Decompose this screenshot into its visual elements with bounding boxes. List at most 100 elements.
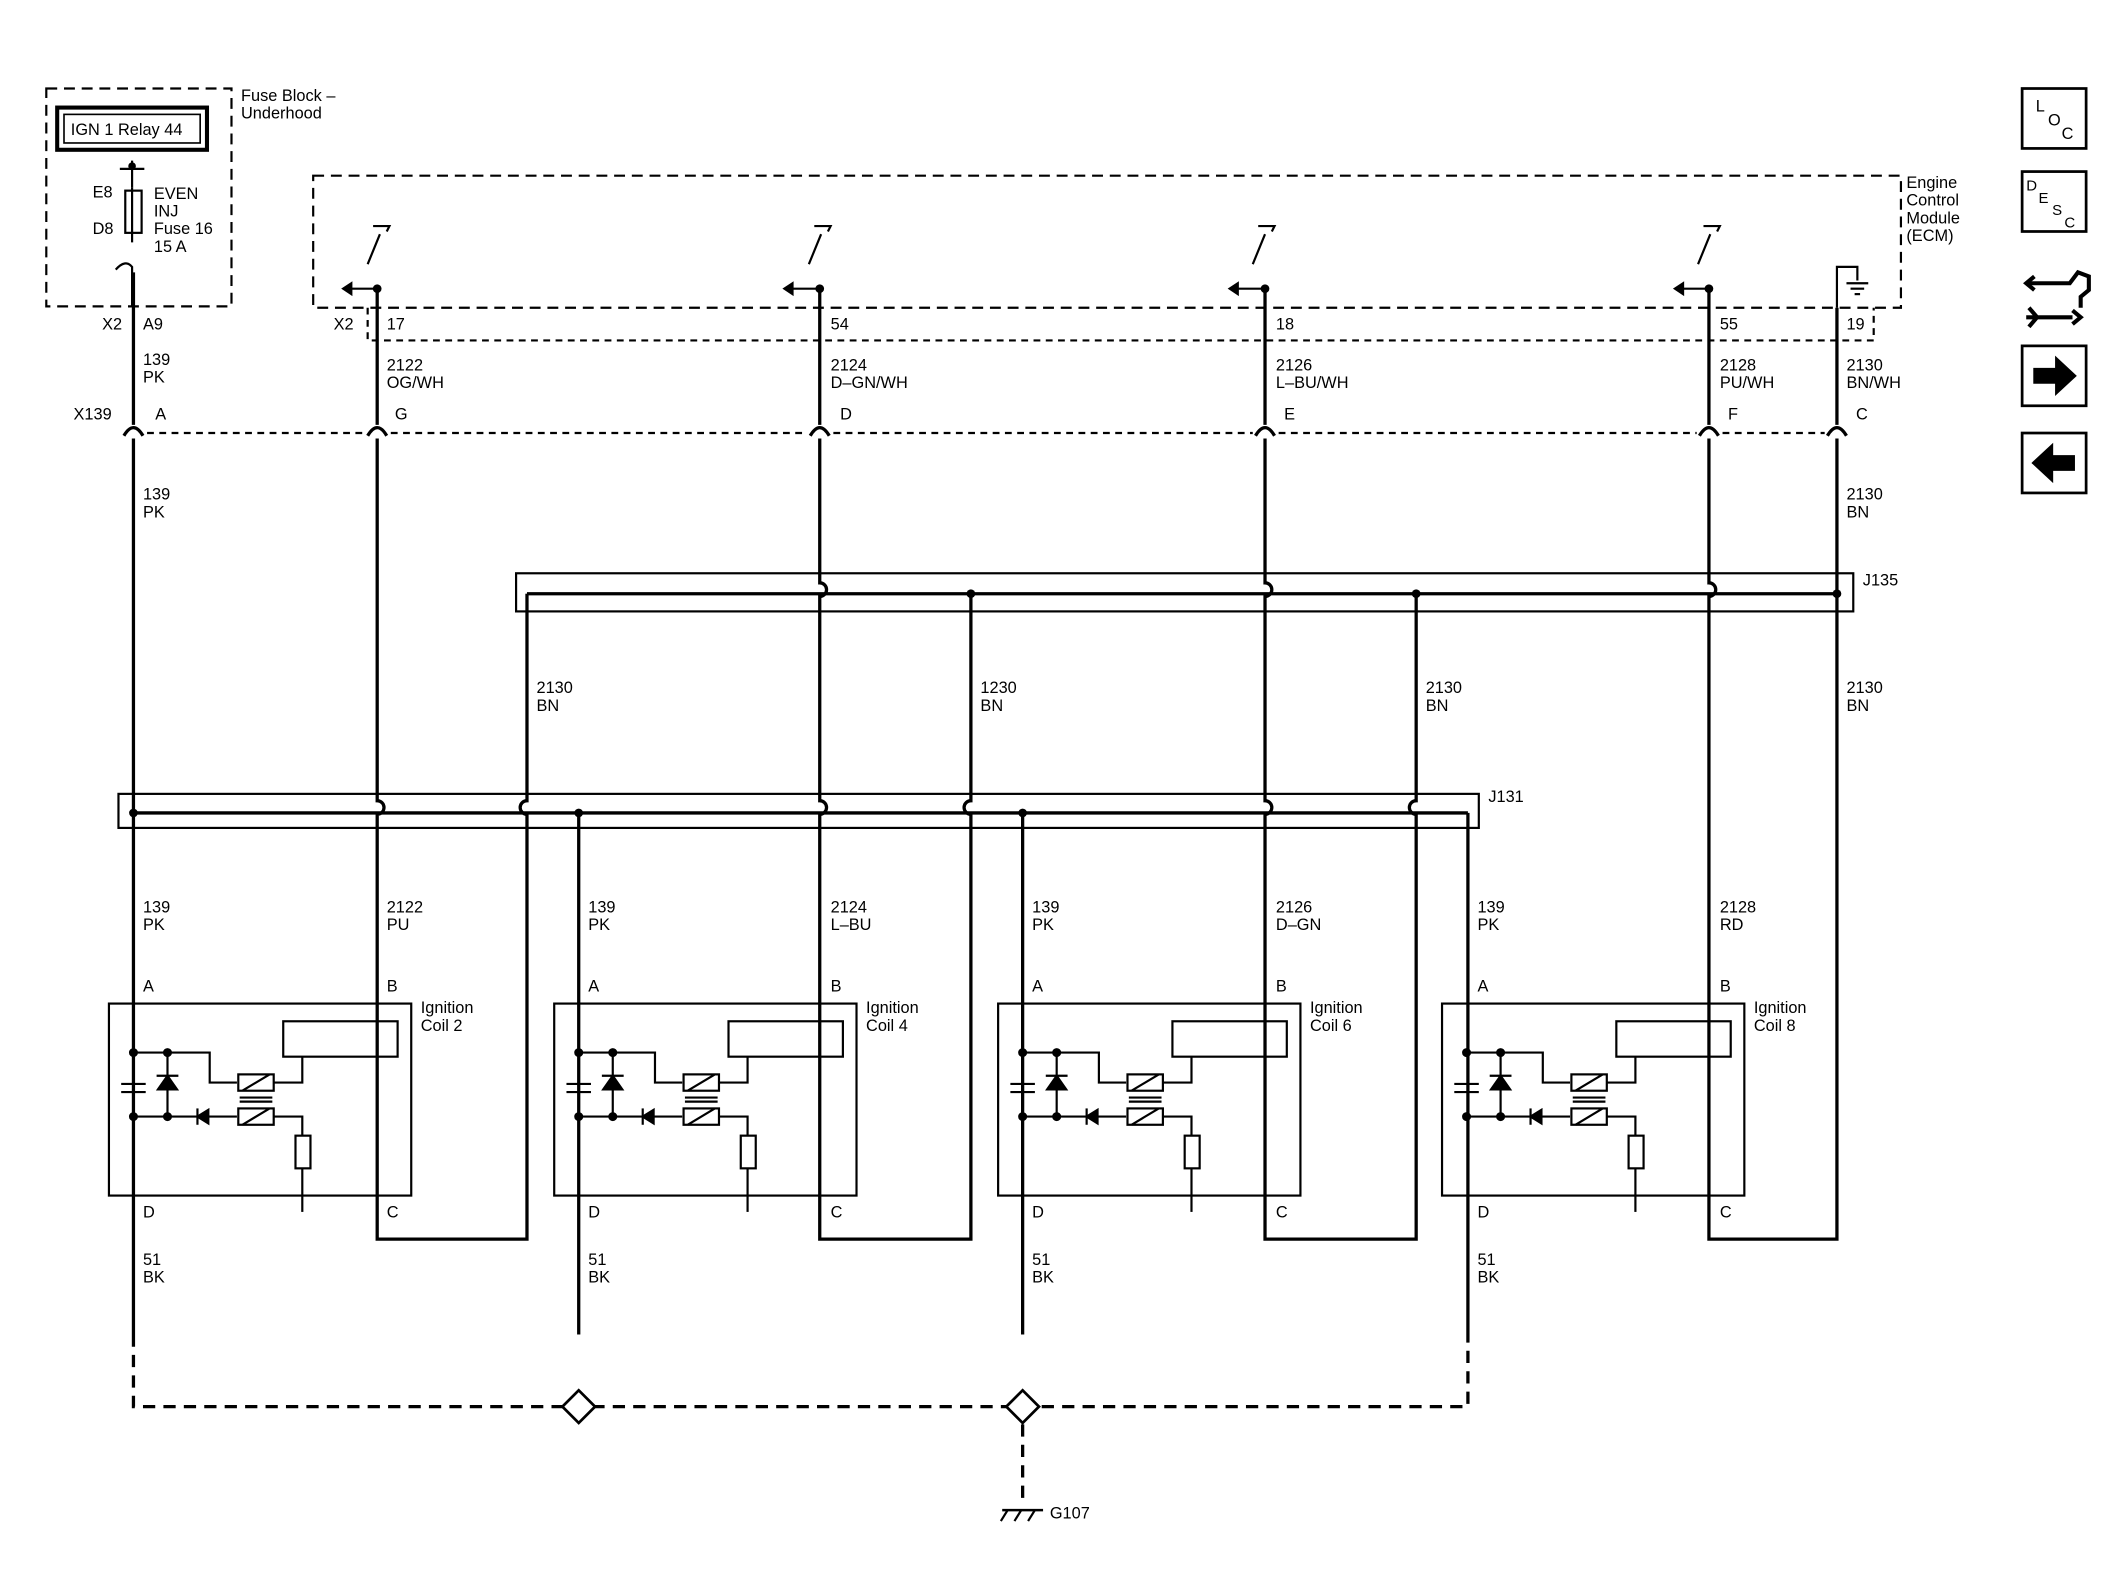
loc-letter-c: C (2062, 125, 2074, 143)
wire-label-color: BN (1846, 697, 1869, 715)
fuse-16 (124, 189, 143, 234)
wire-label-color: RD (1720, 916, 1744, 934)
ecm-driver-switch (1227, 224, 1277, 297)
wire-label-circuit: 2130 (1426, 679, 1462, 697)
wire-label-circuit: 2128 (1720, 898, 1756, 916)
coil-4-pin-d: D (588, 1203, 600, 1221)
wire-label-circuit: 2122 (387, 356, 423, 374)
coil-4-pin-c: C (831, 1203, 843, 1221)
coil-8-name-line2: Coil 8 (1754, 1017, 1796, 1035)
connector-wrench-icon[interactable] (2023, 269, 2091, 329)
ecm-pin-54: 54 (831, 316, 849, 334)
fuse-label-line4: 15 A (154, 238, 187, 256)
ecm-pin-55: 55 (1720, 316, 1738, 334)
wire-label-color: BN (1846, 503, 1869, 521)
wire-label-circuit: 2130 (1846, 679, 1882, 697)
wire-label-color: PK (143, 503, 165, 521)
coil-6-pin-c: C (1276, 1203, 1288, 1221)
splice-pack-j135 (514, 572, 1855, 613)
connector-x139 (122, 425, 1848, 437)
description-button[interactable]: D E S C (2020, 170, 2088, 233)
loc-letter-l: L (2036, 98, 2045, 116)
coil-4-name-line2: Coil 4 (866, 1017, 908, 1035)
previous-arrow-button[interactable] (2020, 431, 2088, 495)
wires (131, 272, 1839, 1335)
x139-pin-e: E (1284, 405, 1295, 423)
coil-2-name-line2: Coil 2 (421, 1017, 463, 1035)
coil-8-pin-a: A (1477, 977, 1488, 995)
wire-label-color: BK (1477, 1269, 1499, 1287)
wire-label-color: BK (1032, 1269, 1054, 1287)
connector-a9: A9 (143, 316, 163, 334)
x139-pin-f: F (1728, 405, 1738, 423)
wire-label-circuit: 51 (143, 1251, 161, 1269)
wire-label-circuit: 139 (1032, 898, 1059, 916)
desc-letter-d: D (2026, 178, 2037, 195)
wire-label-circuit: 51 (1477, 1251, 1495, 1269)
location-button[interactable]: L O C (2020, 87, 2088, 150)
arrow-right-icon (2033, 355, 2077, 397)
wire-label-color: BK (143, 1269, 165, 1287)
splice-dots (129, 589, 1842, 818)
connector-x2-left: X2 (102, 316, 122, 334)
coil-2-name-line1: Ignition (421, 999, 474, 1017)
wire-label-color: PU/WH (1720, 374, 1774, 392)
ecm-pin-17: 17 (387, 316, 405, 334)
coil-8-pin-c: C (1720, 1203, 1732, 1221)
wire-label-circuit: 2130 (1846, 356, 1882, 374)
wire-label-color: D–GN/WH (831, 374, 908, 392)
ignition-coil-6 (997, 1002, 1302, 1212)
coil-8-pin-d: D (1477, 1203, 1489, 1221)
coil-6-pin-d: D (1032, 1203, 1044, 1221)
ecm-pin-19: 19 (1846, 316, 1864, 334)
ecm-label-line2: Control (1906, 192, 1959, 210)
pin-e8: E8 (93, 183, 113, 201)
fuse-block-title-line2: Underhood (241, 104, 322, 122)
wire-label-color: BN (1426, 697, 1449, 715)
coil-2-pin-d: D (143, 1203, 155, 1221)
loc-letter-o: O (2048, 111, 2061, 129)
x139-pin-c: C (1856, 405, 1868, 423)
wire-label-color: BK (588, 1269, 610, 1287)
connector-x2-right: X2 (334, 316, 354, 334)
fuse-block-underhood: Fuse Block – Underhood IGN 1 Relay 44 E8… (45, 87, 336, 308)
ecm-label-line1: Engine (1906, 174, 1957, 192)
fuse-label-line2: INJ (154, 203, 179, 221)
wire-label-circuit: 139 (143, 351, 170, 369)
ignition-coil-8 (1440, 1002, 1746, 1212)
wire-label-color: BN (980, 697, 1003, 715)
ecm-ground-icon (1835, 265, 1869, 308)
ecm-label-line4: (ECM) (1906, 227, 1953, 245)
wire-label-color: OG/WH (387, 374, 444, 392)
next-arrow-button[interactable] (2020, 344, 2088, 408)
coil-8-pin-b: B (1720, 977, 1731, 995)
wire-label-color: L–BU (831, 916, 872, 934)
coil-6-pin-b: B (1276, 977, 1287, 995)
ecm-driver-switch (1672, 224, 1722, 297)
connector-x139-label: X139 (74, 405, 112, 423)
wire-label-circuit: 2124 (831, 898, 867, 916)
wire-label-circuit: 2130 (537, 679, 573, 697)
wire-label-color: PK (143, 916, 165, 934)
wire-label-circuit: 1230 (980, 679, 1016, 697)
wire-label-color: BN (537, 697, 560, 715)
wire-label-circuit: 2128 (1720, 356, 1756, 374)
wire-label-circuit: 51 (1032, 1251, 1050, 1269)
x139-pin-d: D (840, 405, 852, 423)
wire-label-color: PK (1032, 916, 1054, 934)
wire-label-circuit: 139 (1477, 898, 1504, 916)
coil-2-pin-c: C (387, 1203, 399, 1221)
fuse-label-line3: Fuse 16 (154, 220, 213, 238)
ignition-coil-4 (553, 1002, 858, 1212)
splice-pack-j131 (117, 792, 1480, 830)
ecm-label-line3: Module (1906, 209, 1960, 227)
wire-label-circuit: 2122 (387, 898, 423, 916)
engine-control-module: Engine Control Module (ECM) (312, 174, 1960, 309)
wire-label-color: PU (387, 916, 410, 934)
coil-6-name-line1: Ignition (1310, 999, 1363, 1017)
wire-label-circuit: 139 (588, 898, 615, 916)
ecm-pin-18: 18 (1276, 316, 1294, 334)
wire-label-circuit: 51 (588, 1251, 606, 1269)
wire-label-color: D–GN (1276, 916, 1321, 934)
